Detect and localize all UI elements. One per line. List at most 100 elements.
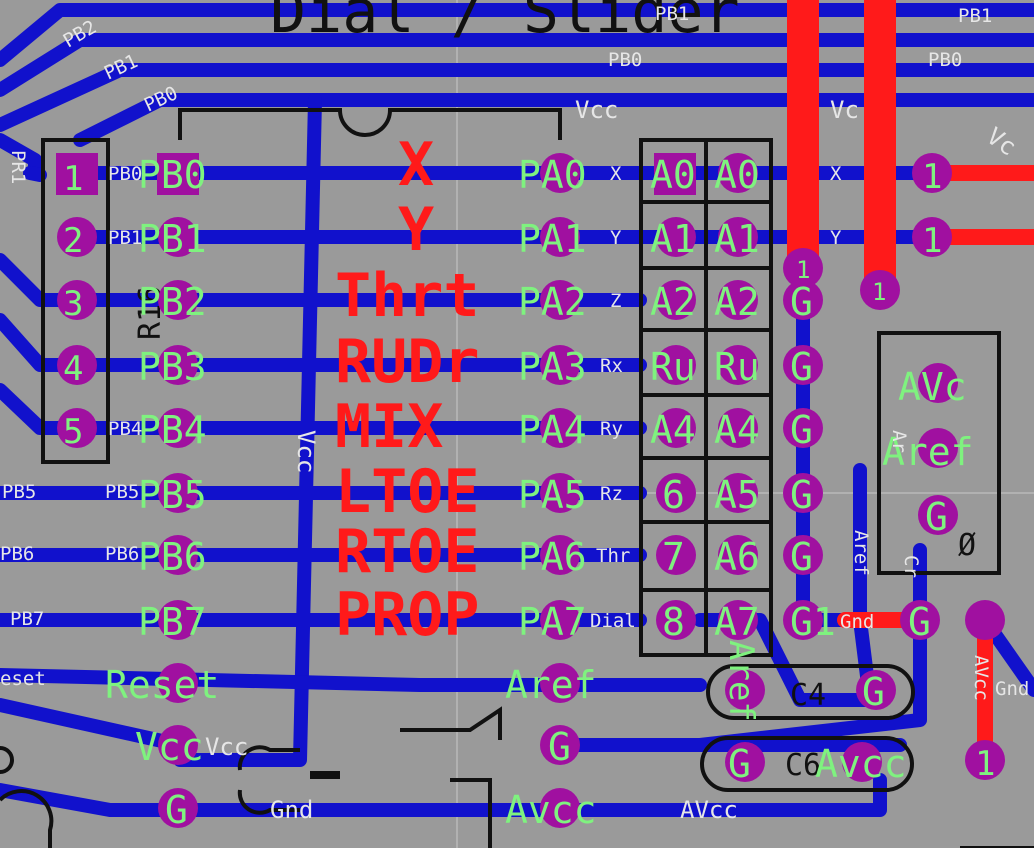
header-pin-label: 4 (63, 349, 83, 389)
trace-label: PB1 (655, 3, 689, 25)
trace-label: PB0 (141, 82, 181, 116)
connector-label: A2 (714, 280, 760, 324)
header-side-label: PR1 (7, 150, 29, 184)
pot-symbol: Ø (958, 528, 976, 563)
chip-pin-label: PA3 (518, 345, 587, 389)
ground-column-pads[interactable] (783, 153, 952, 640)
pad-label: 1 (975, 744, 995, 784)
trace-label: Rz (600, 483, 623, 505)
trace-label: Vcc (292, 430, 320, 473)
chip-pin-label: PB6 (138, 535, 207, 579)
chip-pin-label: PB2 (138, 280, 207, 324)
header-pad-square (56, 153, 98, 195)
connector-label: 7 (662, 535, 685, 579)
cap-ref: C6 (785, 748, 821, 783)
chip-pin-label: Vcc (135, 725, 204, 769)
chip-pin1-pad (157, 153, 199, 195)
header-pin-label: 5 (63, 412, 83, 452)
cap-ref: C4 (790, 678, 826, 713)
connector-label: A2 (650, 280, 696, 324)
cap-pad-label: Aref (721, 640, 761, 722)
trace-label: Z (610, 290, 621, 312)
function-label: PROP (335, 580, 480, 650)
chip-pin-label: Avcc (505, 788, 597, 832)
trace-label: PB1 (108, 227, 142, 249)
chip-pin-label: PB0 (138, 153, 207, 197)
g-label: G (925, 495, 948, 539)
trace-label: Vcc (575, 96, 618, 124)
ground-label: G1 (790, 600, 836, 644)
g-label: G (908, 600, 931, 644)
pad-label: 1 (872, 278, 886, 306)
trace-label: Y (830, 227, 842, 249)
connector-label: A0 (714, 153, 760, 197)
trace-label: PB4 (108, 418, 142, 440)
connector-labels: A0 A1 A2 Ru A4 6 7 8 A0 A1 A2 Ru A4 A5 A… (650, 153, 760, 644)
trace-label: Vc (830, 96, 859, 124)
right-block-pads[interactable] (725, 363, 1005, 782)
ground-label: G (790, 473, 813, 517)
trace-label: PB0 (928, 49, 962, 71)
trace-label: PB1 (101, 50, 141, 84)
chip-pin-label: PB3 (138, 345, 207, 389)
ground-label: G (790, 280, 813, 324)
aref-label: Aref (882, 430, 974, 474)
chip-pin-label: PA5 (518, 473, 587, 517)
trace-label: Rx (600, 355, 623, 377)
connector-pads[interactable] (654, 153, 758, 640)
header-pin-label: 1 (63, 159, 83, 199)
chip-pin-label: PA0 (518, 153, 587, 197)
header-pin-label: 3 (63, 284, 83, 324)
chip-pin-label: PB7 (138, 600, 207, 644)
chip-pin-label: PB1 (138, 217, 207, 261)
trace-label: AVcc (680, 796, 738, 824)
trace-label: PB0 (608, 49, 642, 71)
left-header-labels: 1 2 3 4 5 R16 PR1 (7, 150, 168, 452)
chip-left-pads[interactable] (157, 153, 199, 828)
chip-pin-label: G (548, 725, 571, 769)
trace-label: Cr (900, 555, 922, 578)
trace-label: eset (0, 668, 46, 690)
trace-label: PB6 (0, 543, 34, 565)
pad-label: 1 (922, 157, 942, 197)
chip-pin-label: Reset (105, 663, 219, 707)
trace-label: Thr (596, 545, 630, 567)
function-label: Thrt (335, 261, 480, 331)
chip-pin-label: Aref (505, 663, 597, 707)
chip-function-labels: X Y Thrt RUDr MIX LTOE RTOE PROP (335, 130, 480, 650)
chip-right-pin-labels: PA0 PA1 PA2 PA3 PA4 PA5 PA6 PA7 Aref G A… (505, 153, 597, 832)
chip-left-pin-labels: PB0 PB1 PB2 PB3 PB4 PB5 PB6 PB7 Reset Vc… (105, 153, 219, 832)
chip-right-pads[interactable] (540, 153, 580, 828)
trace-label: AVcc (970, 655, 992, 701)
function-label: RTOE (335, 517, 480, 587)
capacitor-labels: C4 C6 G G Avcc Aref AVcc (680, 640, 907, 824)
connector-label: A5 (714, 473, 760, 517)
trace-label: PB6 (105, 543, 139, 565)
left-header-pads[interactable] (56, 153, 98, 448)
function-label: Y (398, 195, 434, 265)
chip-pin-label: PA2 (518, 280, 587, 324)
connector-label: 8 (662, 600, 685, 644)
connector-label: Ru (650, 345, 696, 389)
connector-label: A0 (650, 153, 696, 197)
trace-label: Vcc (205, 733, 248, 761)
pad-label: 1 (922, 221, 942, 261)
trace-label: Vc (982, 122, 1022, 162)
trace-label: X (610, 163, 622, 185)
trace-label: PB0 (108, 163, 142, 185)
trace-label: Ry (600, 418, 623, 440)
board-title: Dial / Slider (270, 0, 740, 47)
cap-pad-label: G (862, 670, 885, 714)
chip-pin-label: PA1 (518, 217, 587, 261)
cap-pad-label: G (728, 742, 751, 786)
connector-label: Ru (714, 345, 760, 389)
pad-label: 1 (796, 256, 810, 284)
header-pin-label: 2 (63, 221, 83, 261)
function-label: RUDr (335, 327, 480, 397)
trace-label: Dial (590, 610, 636, 632)
trace-label: Y (610, 227, 622, 249)
avcc-label: AVc (898, 365, 967, 409)
chip-pin-label: PB4 (138, 408, 207, 452)
connector-label: A1 (650, 217, 696, 261)
